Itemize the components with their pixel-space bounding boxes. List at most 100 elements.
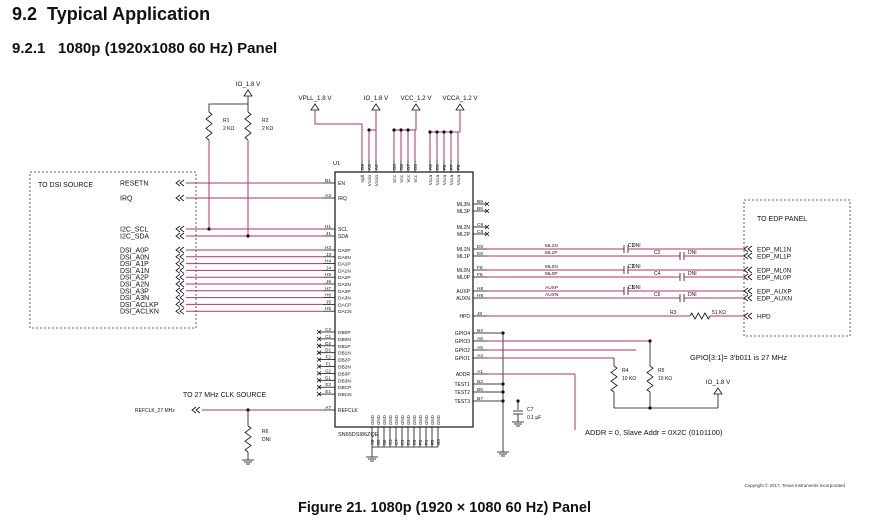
io-gpio-supply-label: IO_1.8 V [706, 379, 731, 386]
right-pin-ball: B7 [477, 396, 483, 402]
left-pin-ball: D1 [325, 348, 331, 353]
right-pin-ball: A5 [477, 345, 483, 351]
right-pin-ball: F9 [477, 265, 483, 271]
edp-port [743, 287, 753, 295]
top-pin-name: Vcc [413, 174, 418, 182]
refclk-net-label: REFCLK_27 MHz [135, 408, 175, 414]
wire [314, 110, 363, 160]
top-pin-ball: D7 [406, 164, 411, 170]
clk-source-label: TO 27 MHz CLK SOURCE [183, 392, 266, 399]
left-pin-ball: J5 [326, 299, 331, 304]
cap-ref: C4 [654, 271, 661, 277]
gnd-pin-name: GND [376, 415, 381, 425]
top-pin-name: Vcc [392, 174, 397, 182]
nc-mark [484, 224, 490, 230]
gnd-pin-ball: C7 [394, 439, 399, 445]
right-pin-ball: H9 [477, 293, 483, 299]
top-pin-name: Vcc [399, 174, 404, 182]
left-pin-ball: C1 [325, 334, 331, 339]
right-pin-name: GPIO4 [455, 331, 471, 337]
r5-ref: R5 [658, 368, 665, 374]
left-pin-name: DACN [338, 309, 352, 315]
top-pin-name: Vcca [428, 175, 433, 186]
junction-dot [246, 234, 250, 238]
right-pin-name: GPIO1 [455, 356, 471, 362]
dsi-lane-signal: DSI_A2N [120, 282, 149, 289]
left-pin-name: DA1N [338, 268, 351, 274]
figure-caption: Figure 21. 1080p (1920 × 1080 60 Hz) Pan… [298, 500, 591, 516]
junction-dot [399, 128, 403, 132]
top-pin-name: Vcca [449, 175, 454, 186]
gnd-pin-ball: B2 [376, 439, 381, 445]
io-left-supply-arrow [243, 89, 253, 97]
dsi-lane-signal: DSI_ACLKN [120, 309, 159, 316]
left-pin-name: DB1P [338, 344, 351, 350]
cap-value: DNI [632, 243, 641, 249]
right-pin-name: ML2N [457, 225, 471, 231]
left-pin-ball: J3 [326, 252, 331, 257]
left-pin-name: SCL [338, 227, 348, 233]
dsi-lane-port [175, 294, 185, 301]
top-pin-ball: A9 [428, 164, 433, 170]
r1-resistor [205, 111, 213, 141]
left-pin-name: DBCN [338, 392, 352, 398]
left-pin-name: DA2P [338, 275, 351, 281]
subsection-heading: 9.2.1 1080p (1920x1080 60 Hz) Panel [12, 40, 278, 57]
gnd-pin-ball: C3 [388, 439, 393, 445]
edp-panel-title: TO EDP PANEL [757, 216, 807, 223]
r2-resistor [244, 111, 252, 141]
right-pin-name: HPD [459, 314, 470, 320]
gnd-pin-name: GND [418, 415, 423, 425]
addr-note: ADDR = 0, Slave Addr = 0X2C (0101100) [585, 428, 723, 437]
dsi-i2c-signal: I2C_SCL [120, 227, 149, 234]
right-pin-name: ML3P [457, 209, 471, 215]
dsi-ctrl-signal: IRQ [120, 196, 133, 203]
top-pin-name: Vcc [406, 174, 411, 182]
edp-net-label: AUXN [545, 292, 559, 298]
r6-value: DNI [262, 437, 271, 443]
left-pin-name: DA0N [338, 255, 351, 261]
gnd-pin-name: GND [430, 415, 435, 425]
top-pin-name: Vcca [442, 175, 447, 186]
top-pin-ball: F8 [456, 164, 461, 170]
left-pin-name: IRQ [338, 196, 347, 202]
junction-dot [406, 128, 410, 132]
right-pin-name: AUXN [456, 296, 470, 302]
left-pin-name: DA3N [338, 296, 351, 302]
cap-ref: C6 [654, 292, 661, 298]
dsi-ctrl-port [175, 179, 185, 187]
dsi-lane-port [175, 253, 185, 261]
gnd-pin-ball: G3 [436, 439, 441, 445]
gnd-pin-ball: E3 [400, 439, 405, 445]
c7-ref: C7 [527, 407, 534, 413]
top-pin-name: Vpll [360, 175, 365, 183]
section-heading: 9.2 Typical Application [12, 4, 211, 24]
io-gpio-supply-arrow [713, 387, 723, 395]
dsi-i2c-port [175, 232, 185, 240]
r4-resistor [610, 365, 618, 393]
dsi-lane-port [175, 260, 185, 267]
cap-value: DNI [632, 264, 641, 270]
left-pin-name: SDA [338, 234, 349, 240]
io-supply-label: IO_1.8 V [364, 95, 389, 102]
left-pin-ball: F2 [326, 355, 332, 360]
cap-value: DNI [632, 285, 641, 291]
junction-dot [435, 130, 439, 134]
io-left-supply-label: IO_1.8 V [236, 81, 261, 88]
right-pin-ball: C9 [477, 222, 483, 228]
left-pin-ball: F1 [326, 362, 332, 367]
right-pin-ball: A4 [477, 353, 483, 359]
cap-ref: C5 [628, 285, 635, 291]
right-pin-ball: E8 [477, 251, 483, 257]
edp-signal: EDP_ML1P [757, 254, 791, 261]
edp-signal: EDP_AUXP [757, 289, 792, 296]
r4-value: 10 KΩ [622, 376, 636, 382]
right-pin-ball: F8 [477, 272, 483, 278]
edp-net-label: ML1P [545, 250, 558, 256]
r6-ref: R6 [262, 429, 269, 435]
top-pin-ball: F7 [449, 164, 454, 170]
r1-value: 2 KΩ [223, 126, 235, 132]
r4-ref: R4 [622, 368, 629, 374]
nc-mark [484, 208, 490, 214]
right-pin-name: ML2P [457, 232, 471, 238]
